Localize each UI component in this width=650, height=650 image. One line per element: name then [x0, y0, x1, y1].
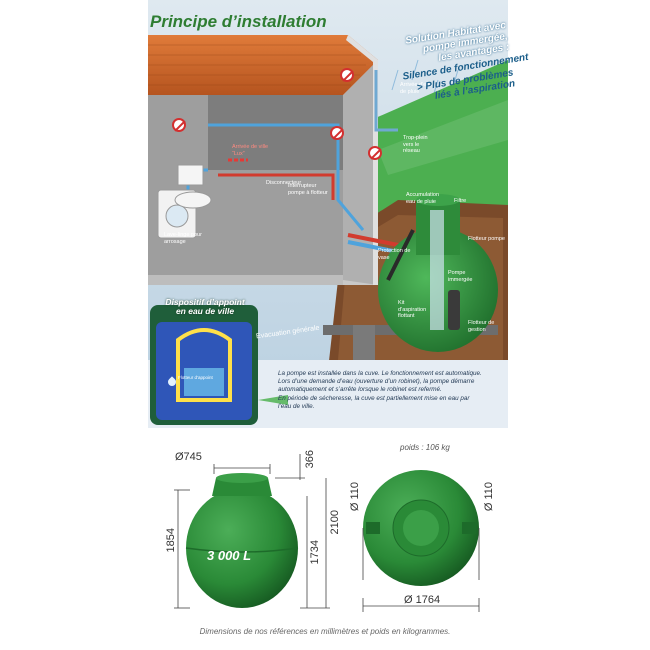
label-protection-vase: Protection de vase	[378, 248, 411, 261]
info-line4: En période de sécheresse, la cuve est pa…	[278, 394, 470, 402]
dim-top-height: 366	[304, 450, 316, 469]
city-water-pipe	[218, 173, 335, 200]
rainwater-pipe	[208, 123, 365, 231]
label-pompe: Pompe immergée	[448, 270, 473, 283]
dim-top-diameter: Ø745	[175, 451, 202, 463]
label-lavelinge: Lave-linge pour arrosage	[164, 232, 202, 245]
installation-scene	[148, 0, 508, 428]
dim-total-height: 2100	[329, 510, 341, 535]
dispositif-title-line1: Dispositif d’appoint	[165, 297, 245, 307]
no-drink-icon	[340, 68, 354, 82]
label-arrivee-ville: Arrivée de ville “Lux”	[232, 144, 269, 157]
tank-top-view	[363, 470, 479, 586]
label-interrupteur: Interrupteur pompe à flotteur	[288, 183, 328, 196]
dim-diameter: Ø 1764	[404, 594, 441, 606]
installation-illustration: Arrivée d’eau de pluie Arrivée de ville …	[148, 0, 508, 428]
dim-port-right: Ø 110	[483, 482, 495, 512]
label-flotteur-appoint: Flotteur d’appoint	[178, 375, 213, 380]
info-line5: l’eau de ville.	[278, 402, 315, 410]
toilet	[177, 164, 204, 186]
tank-side-view	[185, 473, 299, 608]
no-drink-icon	[330, 126, 344, 140]
label-kit: Kit d’aspiration flottant	[398, 300, 427, 319]
interior-wall	[208, 95, 343, 170]
info-line3: automatiquement et s’arrête lorsque le r…	[278, 386, 442, 394]
dim-port-left: Ø 110	[349, 482, 361, 512]
tank-drawings	[174, 454, 480, 612]
submersible-pump	[448, 290, 460, 330]
label-flotteur-pompe: Flotteur pompe	[468, 236, 505, 242]
label-trop-plein: Trop-plein vers le réseau	[403, 135, 428, 154]
dispositif-title-line2: en eau de ville	[175, 306, 235, 316]
page-title: Principe d’installation	[150, 12, 327, 31]
caption: Dimensions de nos références en millimèt…	[199, 627, 451, 636]
info-line1: La pompe est installée dans la cuve. Le …	[278, 370, 482, 377]
label-filtre: Filtre	[454, 198, 467, 204]
dispositif-title: Dispositif d’appoint en eau de ville	[152, 298, 258, 316]
tank-volume: 3 000 L	[207, 548, 252, 563]
no-drink-icon	[172, 118, 186, 132]
tank-weight: poids : 106 kg	[400, 443, 450, 452]
info-text: La pompe est installée dans la cuve. Le …	[278, 370, 506, 411]
label-arrivee-pluie: Arrivée d’eau de pluie	[400, 82, 433, 95]
dim-left-height: 1854	[165, 528, 177, 553]
label-disconnecteur: Disconnecteur	[266, 180, 302, 186]
label-accumulation: Accumulation eau de pluie	[406, 192, 440, 205]
info-line2: Lors d’une demande d’eau (ouverture d’un…	[278, 378, 475, 386]
dimension-lines	[174, 454, 480, 612]
no-drink-icon	[368, 146, 382, 160]
dim-inner-height: 1734	[309, 540, 321, 565]
label-flotteur-gestion: Flotteur de gestion	[468, 320, 495, 333]
